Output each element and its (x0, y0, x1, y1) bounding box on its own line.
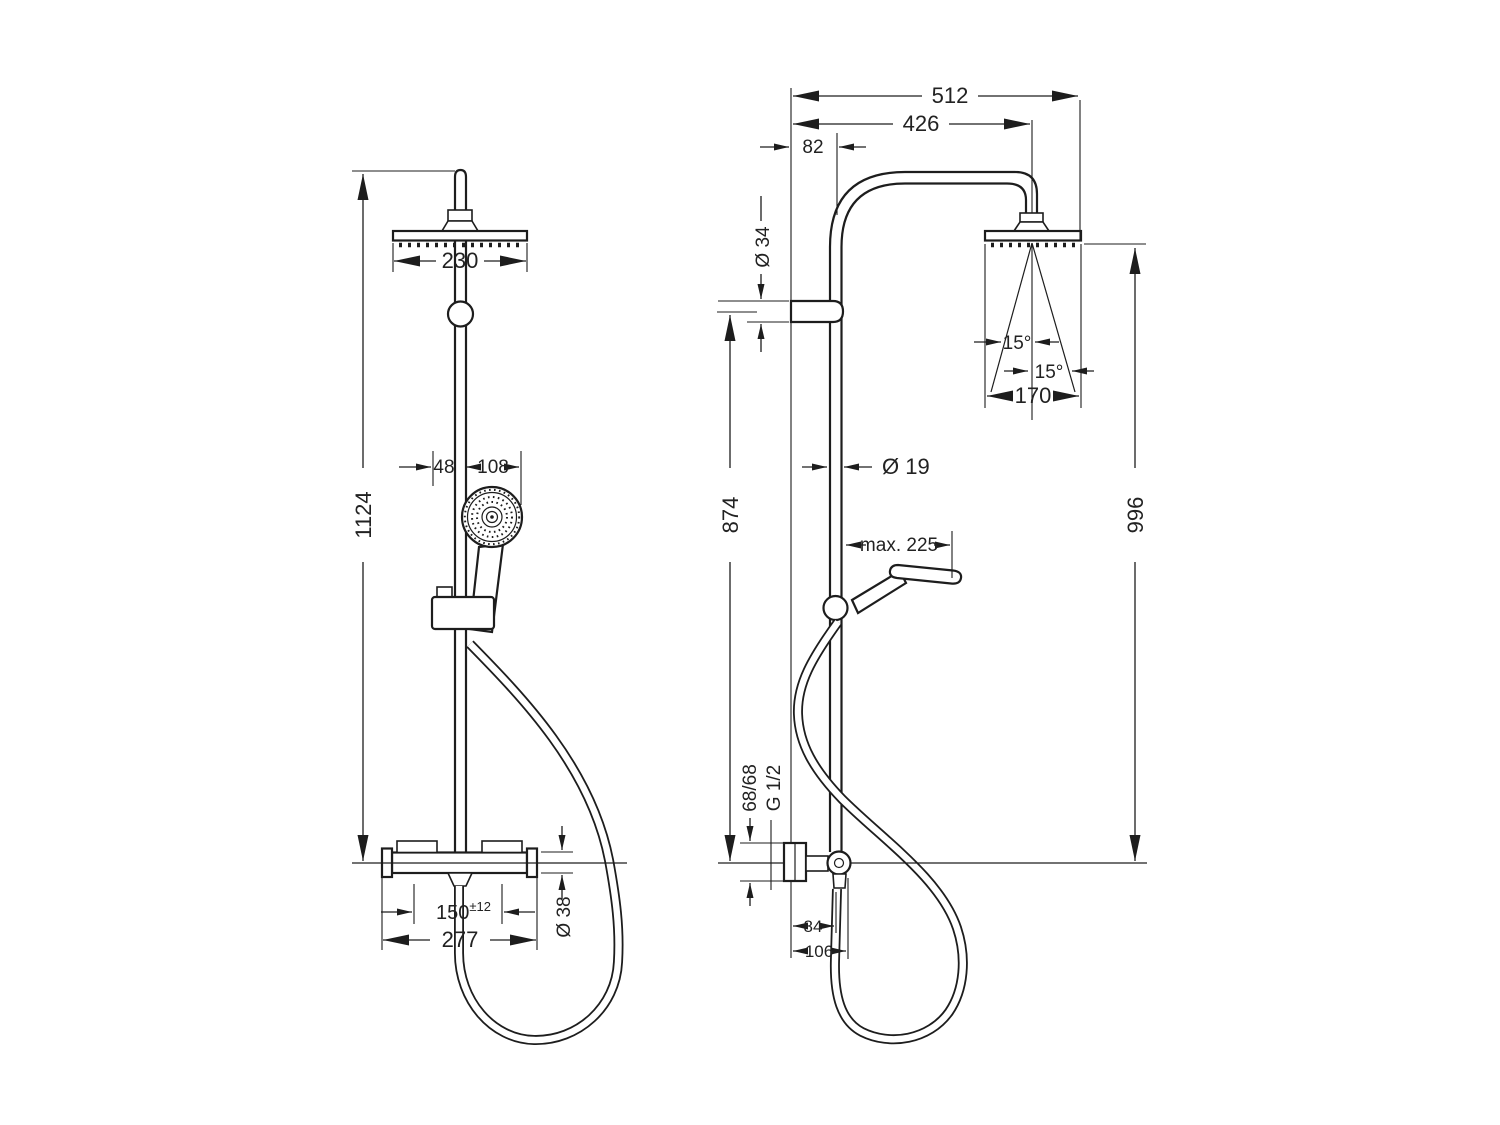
dim-pivot-offset: 106 (793, 878, 849, 961)
dim-riser-diameter: Ø 19 (802, 454, 930, 479)
shower-hose (454, 640, 624, 1046)
front-view: 1124 230 48 108 15 (351, 168, 627, 1046)
dim-valve-width: 277 (381, 878, 538, 952)
dim-label-o34: Ø 34 (753, 226, 774, 268)
supply-connection (782, 841, 852, 889)
dim-label-1124: 1124 (351, 491, 376, 538)
dim-label-o19: Ø 19 (882, 454, 930, 479)
dim-label-170: 170 (1015, 383, 1052, 408)
dim-hand-reach: max. 225 (846, 531, 953, 578)
shower-hose-side (792, 619, 968, 1045)
dim-label-512: 512 (932, 83, 969, 108)
shower-arm (828, 170, 1039, 852)
dim-label-max225: max. 225 (860, 535, 938, 556)
dim-label-15-left: 15° (1003, 333, 1032, 354)
dim-riser-height: 874 (717, 311, 757, 861)
dim-hand-width: 108 (466, 451, 522, 505)
dim-spray-angle-left: 15° (974, 333, 1059, 354)
dim-label-g12: G 1/2 (764, 765, 785, 811)
dim-label-6868: 68/68 (740, 764, 761, 812)
dim-thread-size: G 1/2 (764, 765, 785, 890)
dim-bracket-diameter: Ø 34 (718, 196, 789, 352)
dim-riser-offset: 82 (760, 133, 866, 215)
overhead-shower-head-side (983, 212, 1083, 248)
riser-pipe (453, 168, 468, 852)
dim-head-depth: 170 (984, 244, 1082, 408)
hand-shower-holder (822, 563, 963, 622)
dim-head-width: 230 (392, 243, 528, 273)
slider-bracket (430, 586, 496, 631)
diverter-knob (446, 300, 475, 328)
dim-label-84: 84 (804, 917, 823, 936)
dim-label-106: 106 (805, 942, 833, 961)
dim-label-426: 426 (903, 111, 940, 136)
hand-shower-head (460, 485, 524, 549)
dim-arm-to-head: 426 (793, 111, 1030, 136)
dim-label-277: 277 (442, 927, 479, 952)
dim-label-230: 230 (442, 248, 479, 273)
overhead-shower-head (391, 209, 529, 248)
dim-overall-height: 1124 (351, 170, 455, 861)
dim-supply-offsets: 68/68 (740, 764, 783, 906)
dim-label-o38: Ø 38 (554, 896, 575, 937)
spray-cone (990, 242, 1076, 393)
dim-label-82: 82 (802, 137, 823, 158)
wall-bracket (789, 299, 845, 324)
dim-spray-angle-right: 15° (1004, 362, 1094, 383)
side-view: 512 426 82 Ø 34 15° (717, 83, 1148, 1045)
dim-arm-total: 512 (793, 83, 1081, 240)
dim-supply-spacing: 150±12 (381, 884, 535, 924)
dim-label-150: 150±12 (436, 899, 491, 924)
dim-head-height: 996 (1084, 243, 1148, 861)
dim-label-108: 108 (477, 457, 509, 478)
dim-hose-offset: 84 (793, 892, 837, 936)
dim-label-996: 996 (1123, 497, 1148, 534)
dim-label-874: 874 (718, 497, 743, 534)
dim-label-48: 48 (433, 457, 454, 478)
dim-label-15-right: 15° (1035, 362, 1064, 383)
dim-hand-offset: 48 (399, 451, 455, 486)
dim-valve-diameter: Ø 38 (541, 826, 575, 938)
